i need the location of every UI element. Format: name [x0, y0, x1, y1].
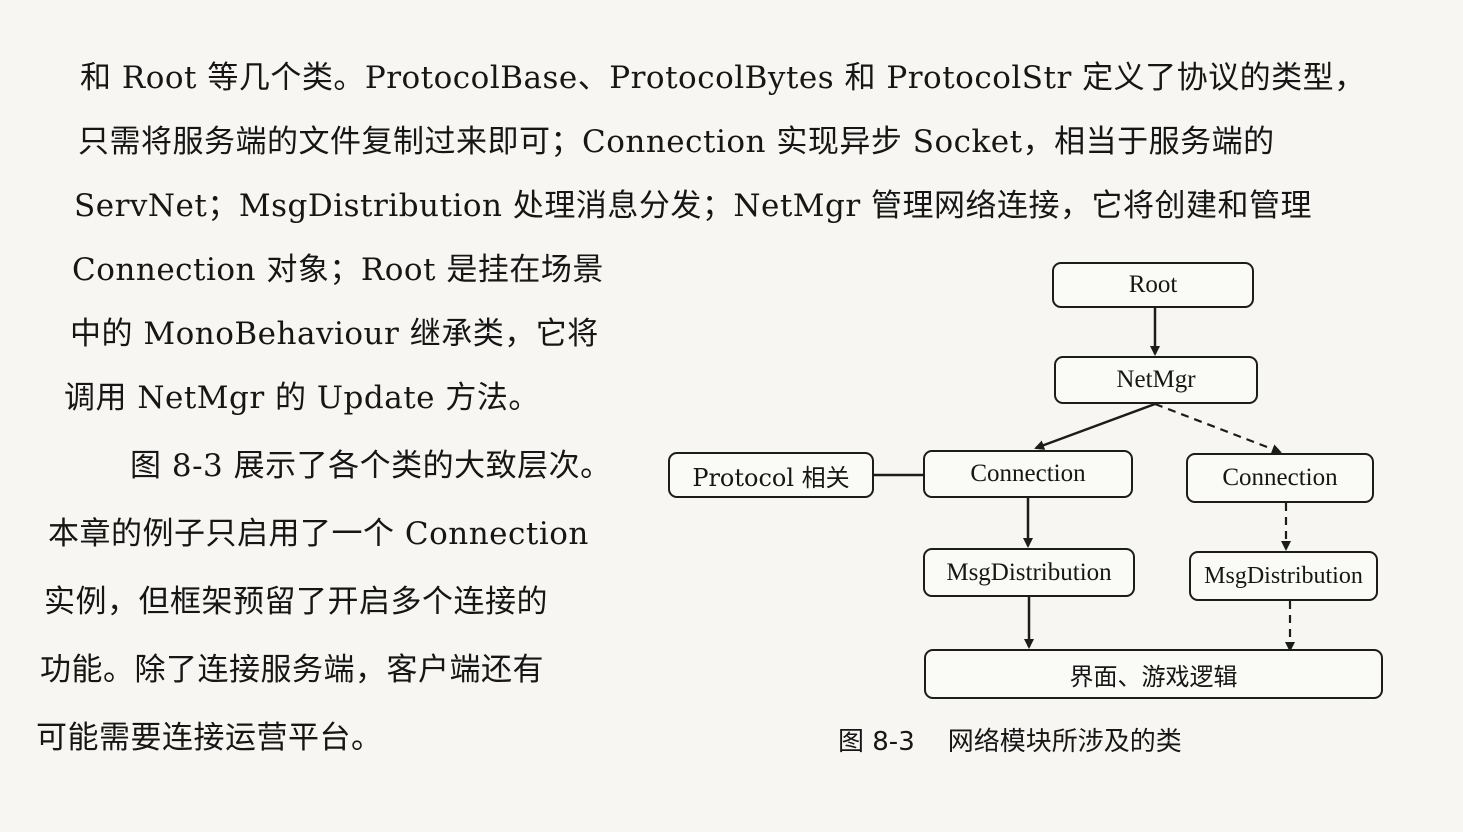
body-text-line-5: 中的 MonoBehaviour 继承类，它将 — [70, 316, 599, 352]
node-connection-2: Connection — [1186, 453, 1374, 503]
body-text-line-11: 可能需要连接运营平台。 — [36, 720, 383, 756]
body-text-line-1: 和 Root 等几个类。ProtocolBase、ProtocolBytes 和… — [80, 60, 1366, 96]
node-connection-1-label: Connection — [970, 460, 1086, 487]
node-msgdistribution-1-label: MsgDistribution — [946, 558, 1112, 586]
body-text-line-10: 功能。除了连接服务端，客户端还有 — [40, 652, 544, 688]
node-connection-1: Connection — [923, 450, 1133, 498]
node-msgdistribution-2: MsgDistribution — [1189, 551, 1378, 601]
body-text-line-8: 本章的例子只启用了一个 Connection — [48, 516, 589, 552]
node-ui-game-logic: 界面、游戏逻辑 — [924, 649, 1383, 699]
edge-netmgr-connection-2 — [1154, 402, 1282, 454]
body-text-line-6: 调用 NetMgr 的 Update 方法。 — [64, 380, 540, 416]
node-netmgr: NetMgr — [1054, 356, 1258, 404]
node-protocol-label: Protocol 相关 — [692, 463, 850, 492]
body-text-line-4: Connection 对象；Root 是挂在场景 — [72, 252, 604, 288]
node-netmgr-label: NetMgr — [1116, 366, 1196, 393]
node-msgdistribution-2-label: MsgDistribution — [1204, 562, 1363, 589]
node-root-label: Root — [1128, 271, 1178, 298]
body-text-line-2: 只需将服务端的文件复制过来即可；Connection 实现异步 Socket，相… — [78, 124, 1275, 160]
node-connection-2-label: Connection — [1222, 464, 1338, 491]
edge-netmgr-connection-1 — [1034, 402, 1156, 450]
node-root: Root — [1052, 262, 1254, 308]
body-text-line-3: ServNet；MsgDistribution 处理消息分发；NetMgr 管理… — [74, 188, 1313, 224]
body-text-line-7: 图 8-3 展示了各个类的大致层次。 — [130, 448, 612, 484]
figure-caption: 图 8-3 网络模块所涉及的类 — [838, 727, 1182, 757]
node-protocol: Protocol 相关 — [668, 452, 874, 498]
node-ui-game-logic-label: 界面、游戏逻辑 — [1069, 662, 1238, 691]
body-text-line-9: 实例，但框架预留了开启多个连接的 — [44, 584, 548, 620]
node-msgdistribution-1: MsgDistribution — [923, 548, 1135, 597]
